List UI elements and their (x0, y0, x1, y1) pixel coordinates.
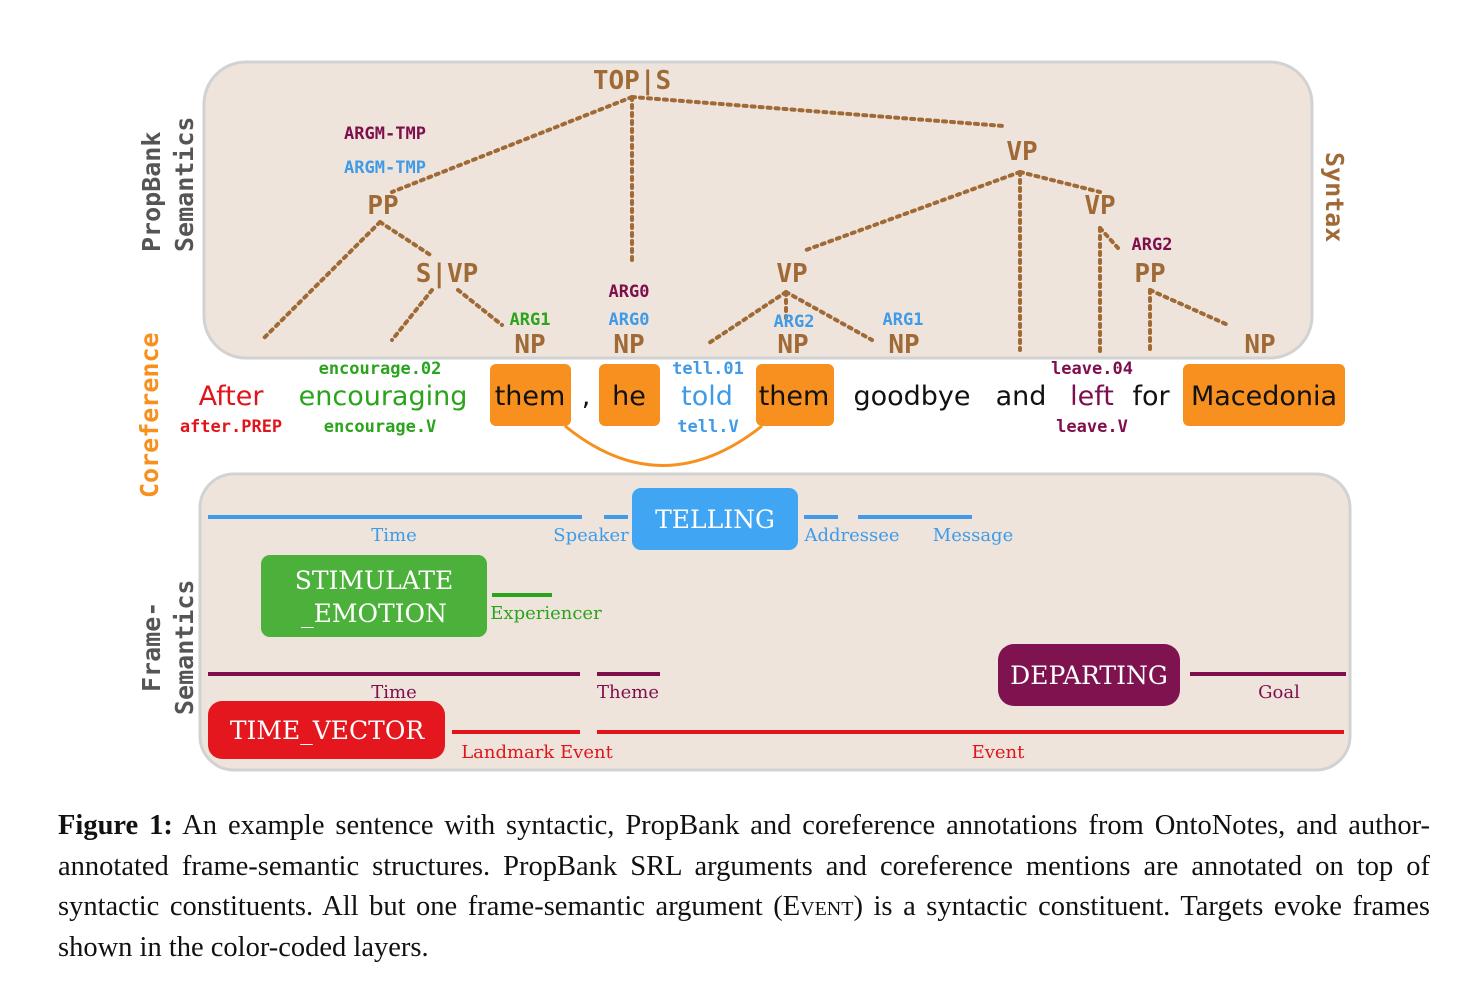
frame-stimulate-emotion-box (261, 555, 487, 637)
caption-label: Figure 1: (58, 810, 173, 841)
sense-encourage: encourage.02 (319, 359, 442, 379)
argm-tmp-leave-label: ARGM-TMP (344, 124, 426, 144)
figure-caption: Figure 1: An example sentence with synta… (58, 806, 1430, 968)
node-np-them2: NP (777, 330, 808, 360)
fe-time-telling: Time (371, 525, 416, 546)
coref-box-them2 (756, 364, 834, 426)
frame-element-spans (208, 515, 1346, 734)
fe-goal: Goal (1258, 682, 1300, 703)
lu-after: after.PREP (180, 417, 282, 437)
word-told: told (681, 381, 733, 412)
frame-departing-label: DEPARTING (1010, 661, 1168, 690)
arg2-them-label: ARG2 (774, 312, 815, 332)
frame-telling-label: TELLING (655, 505, 775, 534)
tree-edges (260, 95, 1230, 354)
fe-theme: Theme (597, 682, 659, 703)
node-top-s: TOP|S (593, 66, 671, 96)
coref-box-them (490, 364, 571, 426)
fe-message: Message (933, 525, 1013, 546)
node-pp-for: PP (1134, 259, 1165, 289)
coreference-side-label: Coreference (135, 332, 164, 498)
word-after: After (199, 381, 265, 412)
fe-addressee: Addressee (803, 525, 899, 546)
caption-event-word: Event (782, 891, 854, 922)
propbank-side-label-1: PropBank (137, 132, 166, 252)
fe-event: Event (972, 742, 1026, 763)
word-he: he (612, 381, 646, 412)
node-np-macedonia: NP (1244, 330, 1275, 360)
node-np-goodbye: NP (888, 330, 919, 360)
fe-speaker: Speaker (553, 525, 629, 546)
node-np-them: NP (514, 330, 545, 360)
word-left: left (1070, 381, 1114, 412)
word-and: and (996, 381, 1047, 412)
syntax-panel (202, 60, 1314, 360)
frame-time-vector-label: TIME_VECTOR (230, 716, 426, 745)
node-s-vp: S|VP (416, 259, 479, 289)
word-encouraging: encouraging (299, 381, 468, 412)
coref-box-macedonia (1183, 364, 1345, 426)
lu-tell: tell.V (677, 417, 738, 437)
arg2-for-label: ARG2 (1132, 235, 1173, 255)
argm-tmp-tell-label: ARGM-TMP (344, 158, 426, 178)
arg1-goodbye-label: ARG1 (883, 310, 924, 330)
fe-experiencer: Experiencer (490, 603, 602, 624)
caption-text-1: An example sentence with syntactic, Prop… (58, 810, 1431, 922)
arg0-tell-label: ARG0 (609, 310, 650, 330)
fe-landmark-event: Landmark Event (461, 742, 613, 763)
frame-stimulate-label-1: STIMULATE (295, 566, 454, 595)
coref-box-he (599, 364, 660, 426)
frame-departing-box (998, 644, 1180, 706)
frame-semantics-side-label-2: Semantics (170, 580, 199, 715)
arg0-leave-label: ARG0 (609, 282, 650, 302)
word-comma: , (582, 381, 591, 412)
frame-telling-box (632, 488, 798, 550)
lu-leave: leave.V (1056, 417, 1128, 437)
fe-time-departing: Time (371, 682, 416, 703)
sense-leave: leave.04 (1051, 359, 1133, 379)
arg1-them-label: ARG1 (510, 310, 551, 330)
word-them: them (495, 381, 566, 412)
frame-stimulate-label-2: _EMOTION (301, 599, 447, 628)
node-vp-told: VP (776, 259, 807, 289)
figure-diagram: TOP|S VP VP PP S|VP NP NP VP NP NP PP NP… (135, 60, 1352, 772)
word-for: for (1132, 381, 1170, 412)
sense-tell: tell.01 (672, 359, 744, 379)
lu-encourage: encourage.V (324, 417, 437, 437)
frame-time-vector-box (208, 701, 445, 759)
propbank-side-label-2: Semantics (170, 117, 199, 252)
word-goodbye: goodbye (853, 381, 970, 412)
caption-text-2: ) is a syntactic constituent. Targets ev… (58, 891, 1430, 963)
word-them2: them (759, 381, 830, 412)
syntax-side-label: Syntax (1320, 152, 1349, 242)
node-pp: PP (367, 191, 398, 221)
frame-semantics-side-label-1: Frame- (137, 602, 166, 692)
word-macedonia: Macedonia (1191, 381, 1337, 412)
node-vp-inner: VP (1084, 191, 1115, 221)
coref-arc (564, 424, 763, 467)
node-np-he: NP (613, 330, 644, 360)
node-vp-main: VP (1006, 137, 1037, 167)
coref-mentions (490, 364, 1345, 426)
